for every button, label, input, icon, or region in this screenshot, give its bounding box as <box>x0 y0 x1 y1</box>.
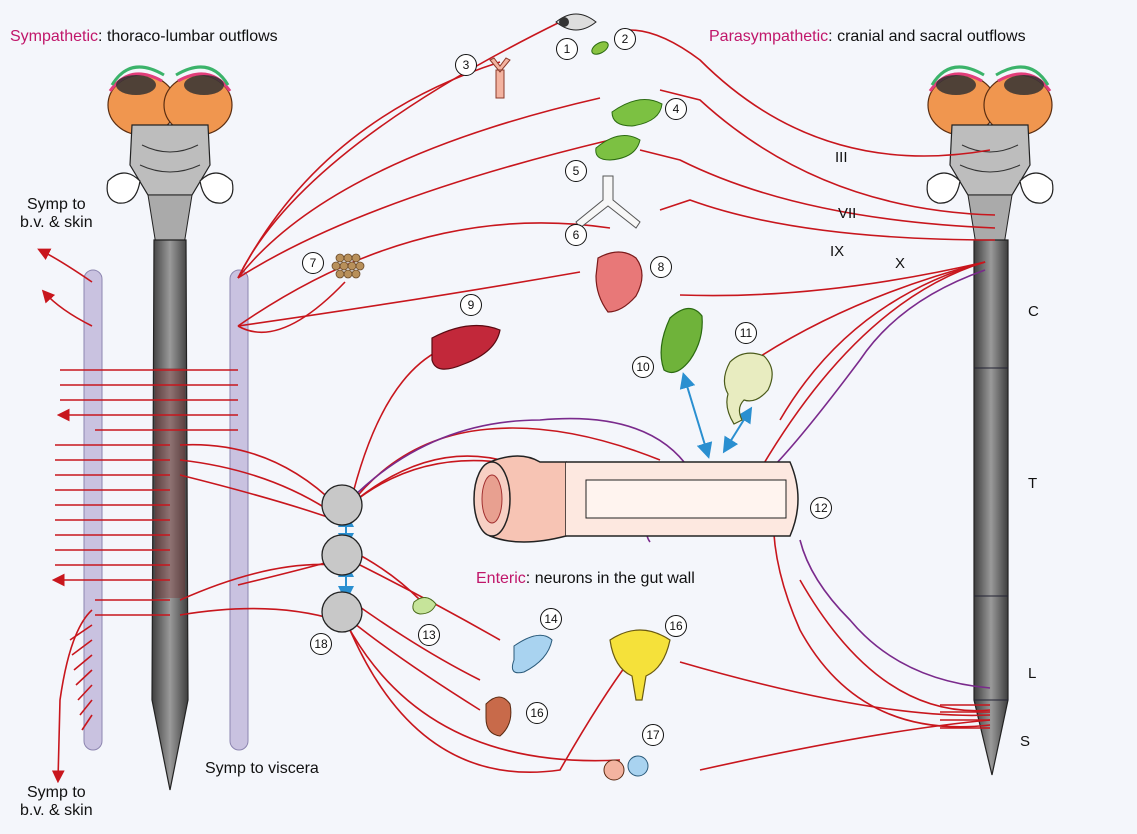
sympathetic-chain-left <box>84 270 102 750</box>
organ-number: 8 <box>650 256 672 278</box>
organ-number: 1 <box>556 38 578 60</box>
trachea-icon <box>576 176 640 228</box>
nerve-label: III <box>835 149 848 166</box>
organ-number: 4 <box>665 98 687 120</box>
symp-skin-bottom-label: Symp to b.v. & skin <box>20 784 93 821</box>
organ-number: 6 <box>565 224 587 246</box>
nerve-label: X <box>895 255 905 272</box>
bladder-icon <box>610 630 670 700</box>
cord-region-label: L <box>1028 665 1036 682</box>
organ-number: 12 <box>810 497 832 519</box>
organ-number: 13 <box>418 624 440 646</box>
label-line: b.v. & skin <box>20 802 93 820</box>
organ-number: 16 <box>526 702 548 724</box>
label-line: Symp to <box>20 196 93 214</box>
parasympathetic-heading: Parasympathetic: cranial and sacral outf… <box>709 28 1026 46</box>
brain-icon <box>107 67 233 245</box>
gallbladder-icon <box>661 308 702 372</box>
enteric-rest: : neurons in the gut wall <box>526 570 695 587</box>
sympathetic-keyword: Sympathetic <box>10 28 98 45</box>
spinal-cord-right <box>974 240 1008 775</box>
adrenal-icon <box>413 597 436 614</box>
salivary-gland-icon <box>612 100 662 127</box>
enteric-keyword: Enteric <box>476 570 526 587</box>
label-line: b.v. & skin <box>20 214 93 232</box>
parasympathetic-rest: : cranial and sacral outflows <box>828 28 1025 45</box>
cord-region-label: S <box>1020 733 1030 750</box>
gut-tube-icon <box>474 456 798 542</box>
enteric-heading: Enteric: neurons in the gut wall <box>476 570 695 588</box>
sympathetic-rest: : thoraco-lumbar outflows <box>98 28 278 45</box>
parasympathetic-fibers <box>630 30 995 770</box>
reproductive-organs-icon <box>604 756 648 780</box>
blood-vessel-icon <box>490 58 510 98</box>
cord-region-label: T <box>1028 475 1037 492</box>
symp-skin-top-label: Symp to b.v. & skin <box>20 196 93 233</box>
organ-number: 5 <box>565 160 587 182</box>
organ-number: 14 <box>540 608 562 630</box>
heart-icon <box>596 252 642 312</box>
eye-icon <box>556 14 596 30</box>
pancreas-cluster-icon <box>332 254 364 278</box>
salivary-gland-icon <box>596 136 640 161</box>
nerve-label: IX <box>830 243 844 260</box>
sympathetic-heading: Sympathetic: thoraco-lumbar outflows <box>10 28 278 46</box>
organ-number: 9 <box>460 294 482 316</box>
spinal-cord-left <box>152 240 188 790</box>
organ-number: 2 <box>614 28 636 50</box>
prevertebral-ganglion-icon <box>322 485 362 632</box>
cord-region-label: C <box>1028 303 1039 320</box>
organ-number: 18 <box>310 633 332 655</box>
organ-number: 10 <box>632 356 654 378</box>
liver-icon <box>432 326 500 370</box>
nerve-label: VII <box>838 205 856 222</box>
organ-number: 11 <box>735 322 757 344</box>
organ-number: 17 <box>642 724 664 746</box>
kidney-icon <box>486 697 511 736</box>
label-line: Symp to <box>20 784 93 802</box>
organ-number: 16 <box>665 615 687 637</box>
symp-viscera-label: Symp to viscera <box>205 760 319 778</box>
lacrimal-gland-icon <box>590 39 611 57</box>
parasympathetic-keyword: Parasympathetic <box>709 28 828 45</box>
organ-number: 3 <box>455 54 477 76</box>
sympathetic-chain-right <box>230 270 248 750</box>
organ-number: 7 <box>302 252 324 274</box>
spleen-icon <box>512 635 552 673</box>
